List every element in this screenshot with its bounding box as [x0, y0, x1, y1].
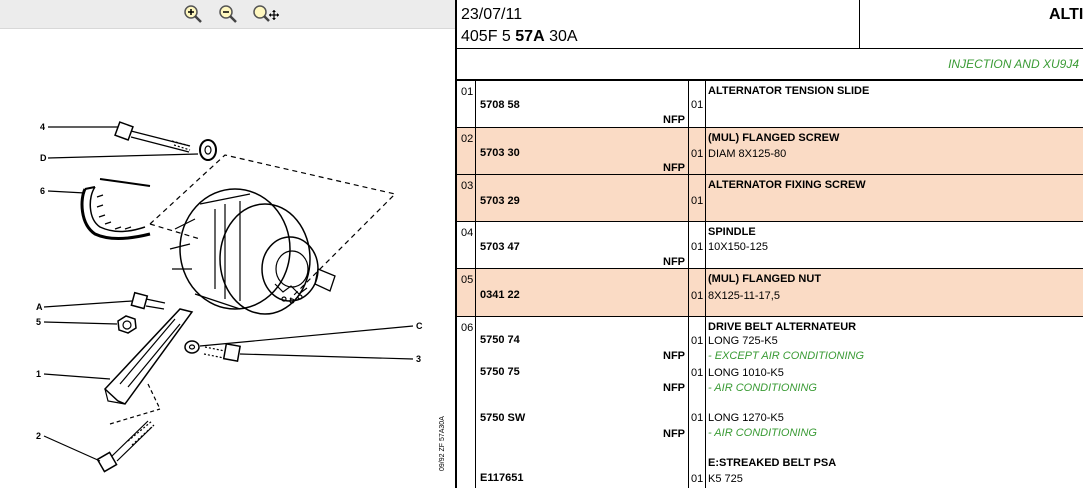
part-name: (MUL) FLANGED SCREW	[708, 132, 840, 144]
part-quantity: 01	[691, 241, 704, 253]
callout-5: 5	[36, 317, 41, 327]
part-reference[interactable]: 5750 SW	[480, 412, 526, 424]
diagram-pane: 4 D 6 A 5 1 2 C 3 09/92 ZF 57A30A	[0, 0, 455, 488]
part-quantity: 01	[691, 367, 704, 379]
part-quantity: 01	[691, 99, 704, 111]
applicability-note: - EXCEPT AIR CONDITIONING	[708, 350, 865, 362]
part-reference[interactable]: 5703 30	[480, 147, 520, 159]
row-index: 02	[461, 133, 474, 145]
callout-a: A	[36, 302, 43, 312]
part-detail: 10X150-125	[708, 241, 768, 253]
catalog-date: 23/07/11	[461, 6, 523, 23]
nfp-flag: NFP	[663, 428, 685, 440]
part-reference[interactable]: E117651	[480, 472, 524, 484]
zoom-in-icon[interactable]	[183, 4, 203, 24]
table-row[interactable]: 04 5703 47 NFP 01 SPINDLE 10X150-125	[457, 222, 1083, 269]
part-name: E:STREAKED BELT PSA	[708, 457, 837, 469]
callout-d: D	[40, 153, 47, 163]
diagram-toolbar	[0, 0, 455, 29]
row-index: 03	[461, 180, 474, 192]
callout-6: 6	[40, 186, 45, 196]
part-quantity: 01	[691, 148, 704, 160]
nfp-flag: NFP	[663, 382, 685, 394]
part-reference[interactable]: 5703 29	[480, 195, 520, 207]
catalog-reference: 405F 5 57A 30A	[461, 28, 578, 45]
table-row[interactable]: 06 DRIVE BELT ALTERNATEUR 5750 74 NFP 01…	[457, 317, 1083, 488]
part-quantity: 01	[691, 195, 704, 207]
row-index: 04	[461, 227, 474, 239]
table-row[interactable]: 05 0341 22 01 (MUL) FLANGED NUT 8X125-11…	[457, 269, 1083, 317]
part-detail: LONG 1010-K5	[708, 367, 784, 379]
header-divider	[859, 0, 860, 48]
part-quantity: 01	[691, 473, 704, 485]
nfp-flag: NFP	[663, 114, 685, 126]
callout-c: C	[416, 321, 423, 331]
callout-2: 2	[36, 431, 41, 441]
row-index: 06	[461, 322, 474, 334]
part-name: SPINDLE	[708, 226, 756, 238]
part-name: ALTERNATOR FIXING SCREW	[708, 179, 866, 191]
page-title: ALTI	[1049, 6, 1083, 23]
part-reference[interactable]: 5708 58	[480, 99, 520, 111]
part-detail: K5 725	[708, 473, 743, 485]
part-name: ALTERNATOR TENSION SLIDE	[708, 85, 870, 97]
table-row[interactable]: 01 5708 58 NFP 01 ALTERNATOR TENSION SLI…	[457, 81, 1083, 128]
row-index: 05	[461, 274, 474, 286]
row-index: 01	[461, 86, 474, 98]
zoom-pan-icon[interactable]	[252, 4, 280, 24]
table-row[interactable]: 02 5703 30 NFP 01 (MUL) FLANGED SCREW DI…	[457, 128, 1083, 175]
part-reference[interactable]: 0341 22	[480, 289, 520, 301]
part-reference[interactable]: 5703 47	[480, 241, 520, 253]
nfp-flag: NFP	[663, 256, 685, 268]
page-subtitle: INJECTION AND XU9J4	[948, 57, 1079, 71]
part-quantity: 01	[691, 412, 704, 424]
part-reference[interactable]: 5750 75	[480, 366, 520, 378]
callout-1: 1	[36, 369, 41, 379]
part-detail: DIAM 8X125-80	[708, 148, 787, 160]
part-name: (MUL) FLANGED NUT	[708, 273, 822, 285]
part-reference[interactable]: 5750 74	[480, 334, 520, 346]
applicability-note: - AIR CONDITIONING	[708, 382, 817, 394]
catalog-reference-bold: 57A	[515, 28, 545, 45]
callout-3: 3	[416, 354, 421, 364]
nfp-flag: NFP	[663, 162, 685, 174]
nfp-flag: NFP	[663, 350, 685, 362]
part-name: DRIVE BELT ALTERNATEUR	[708, 321, 857, 333]
table-row[interactable]: 03 5703 29 01 ALTERNATOR FIXING SCREW	[457, 175, 1083, 222]
applicability-note: - AIR CONDITIONING	[708, 427, 817, 439]
part-quantity: 01	[691, 290, 704, 302]
table-rule	[457, 79, 1083, 81]
zoom-out-icon[interactable]	[218, 4, 238, 24]
callout-4: 4	[40, 122, 45, 132]
part-detail: 8X125-11-17,5	[708, 290, 780, 302]
parts-pane: 23/07/11 405F 5 57A 30A ALTI INJECTION A…	[455, 0, 1083, 488]
header-rule	[457, 48, 1083, 49]
diagram-side-label: 09/92 ZF 57A30A	[439, 416, 446, 471]
part-detail: LONG 725-K5	[708, 335, 778, 347]
part-detail: LONG 1270-K5	[708, 412, 784, 424]
exploded-parts-diagram: 4 D 6 A 5 1 2 C 3 09/92 ZF 57A30A	[36, 121, 446, 473]
part-quantity: 01	[691, 335, 704, 347]
